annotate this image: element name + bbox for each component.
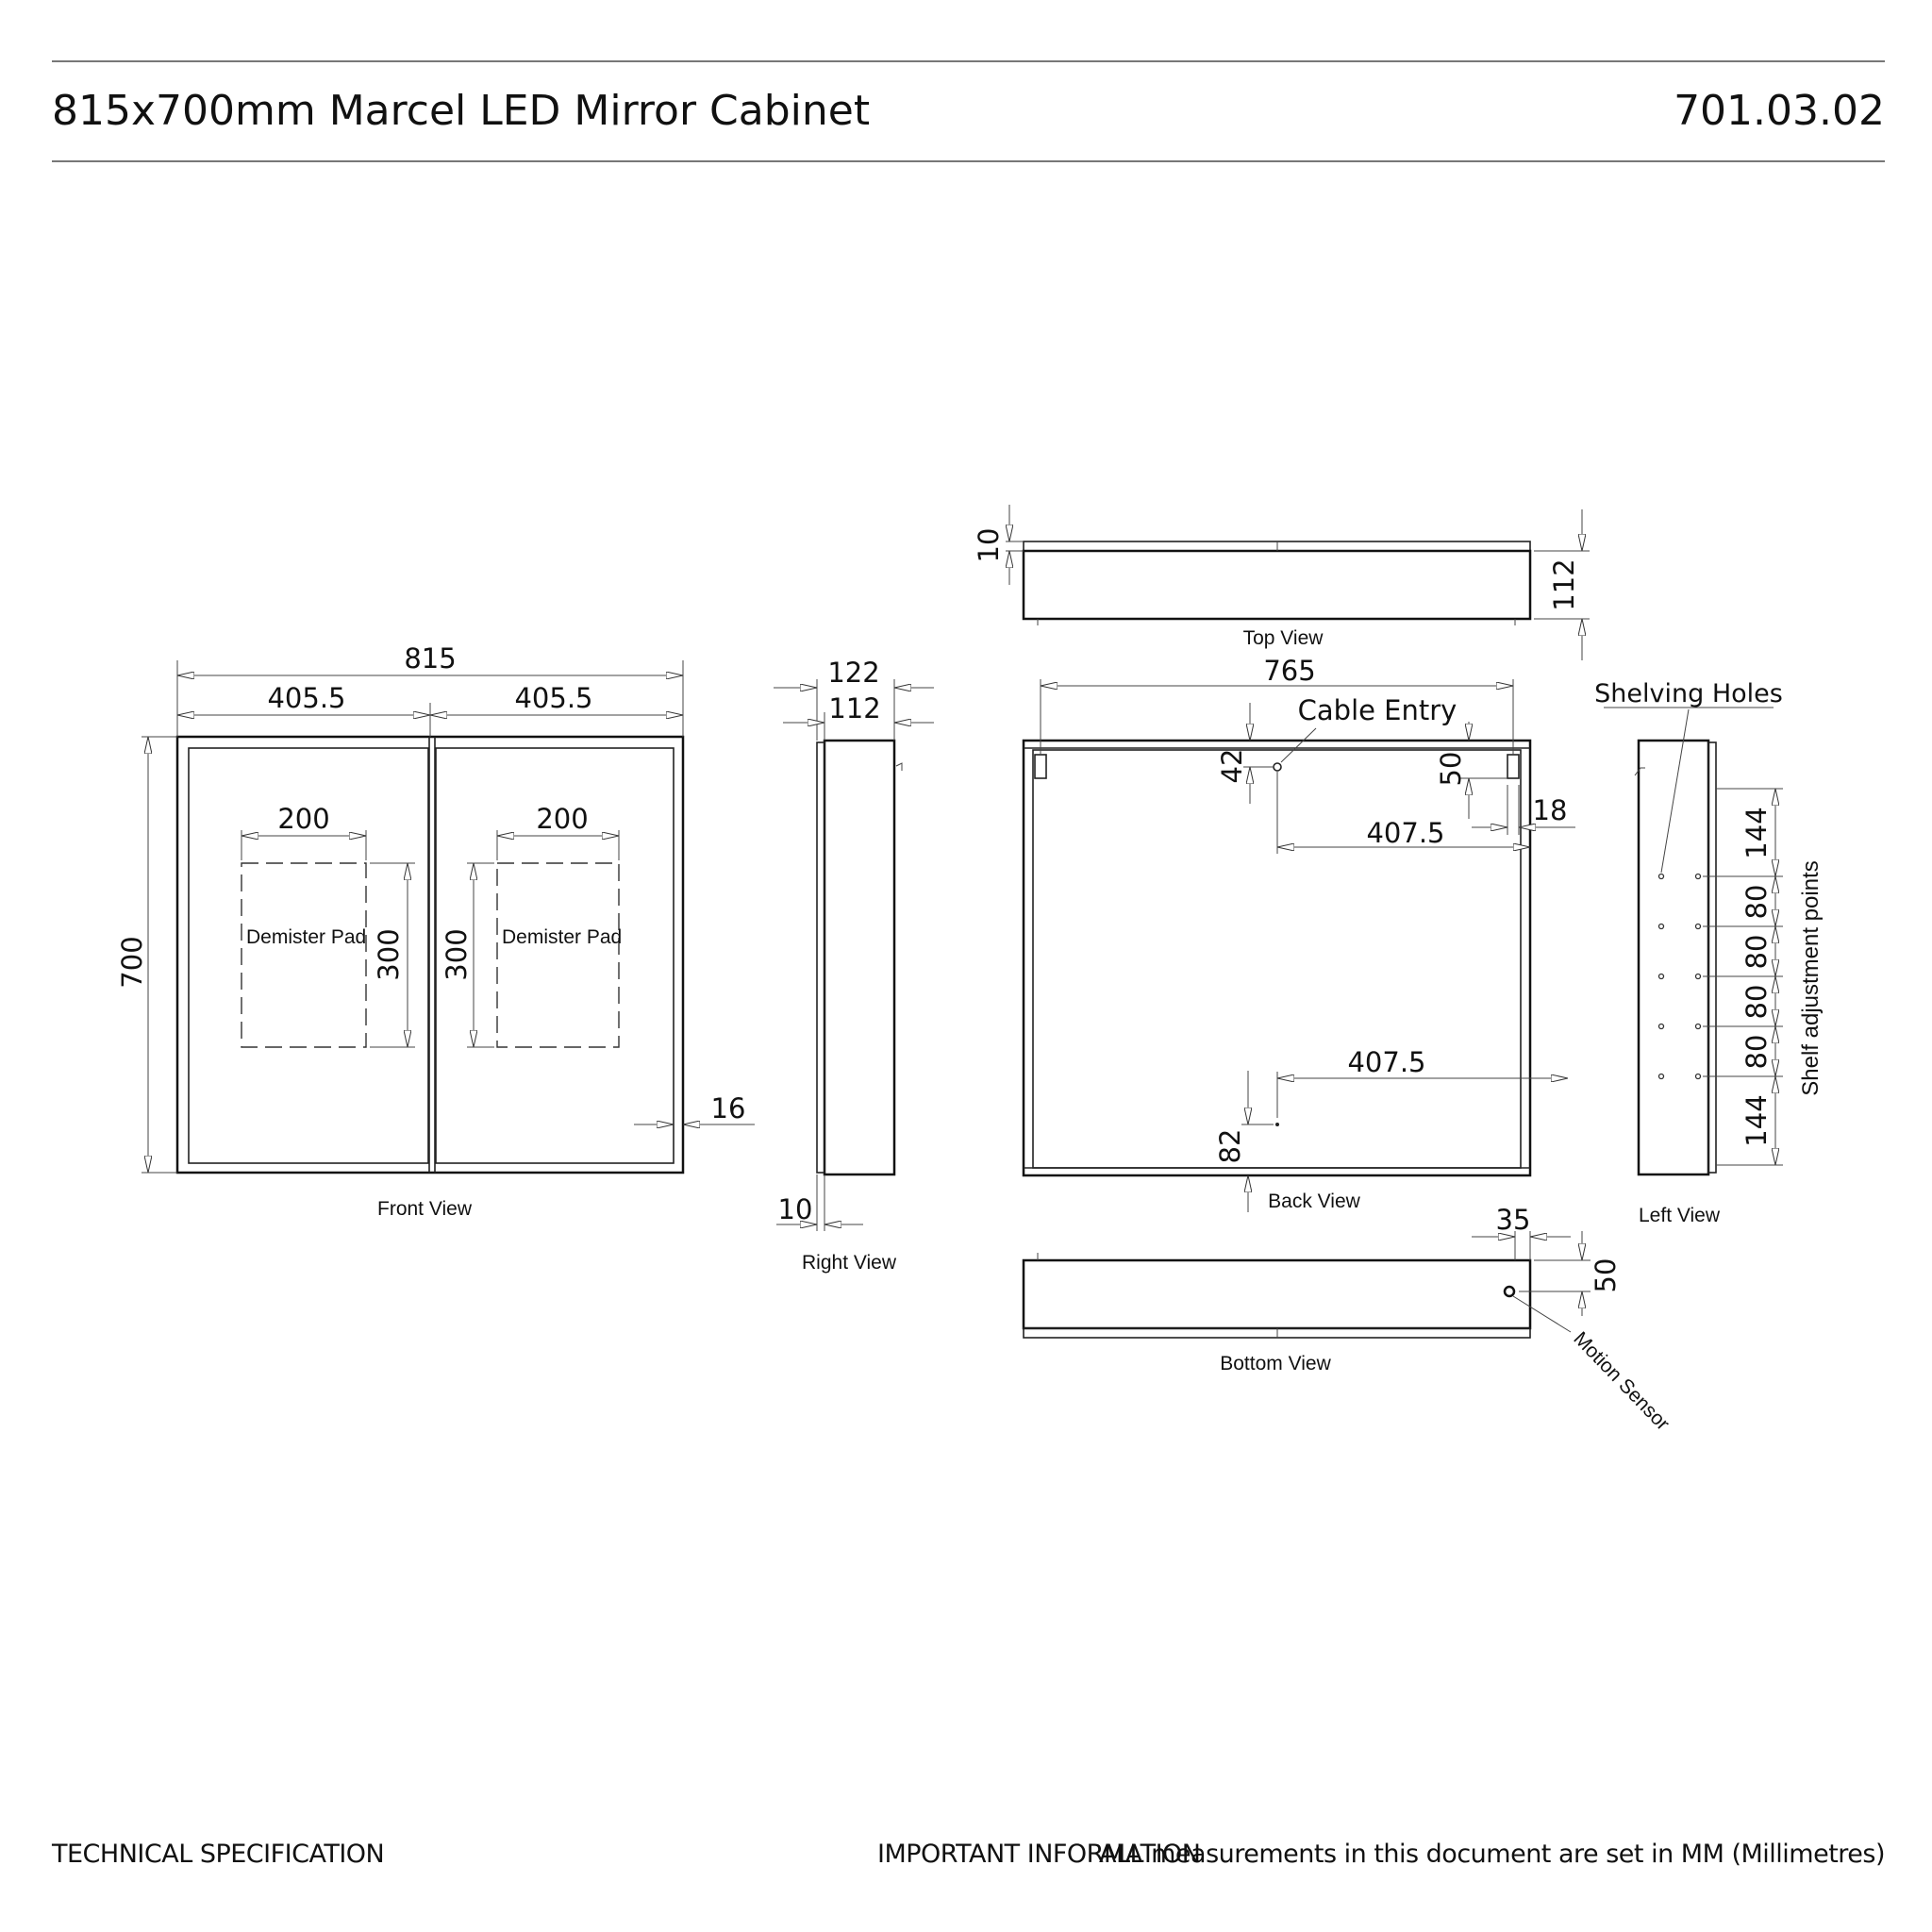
dim-pad-width-right: 200 — [536, 803, 588, 835]
dim-pad-height-right: 300 — [441, 928, 473, 980]
motion-sensor-icon — [1503, 1285, 1516, 1298]
front-left-door-inner — [188, 747, 429, 1164]
bottom-view-label: Bottom View — [1220, 1353, 1331, 1374]
dim-cable-from-right: 407.5 — [1366, 817, 1444, 849]
shelving-holes-label: Shelving Holes — [1594, 679, 1783, 708]
top-view: 10 112 Top View — [973, 505, 1590, 660]
dim-right-door-width: 405.5 — [514, 682, 592, 714]
dim-frame: 16 — [711, 1092, 746, 1124]
dim-back-width: 765 — [1263, 655, 1315, 687]
dim-right-depth-inner: 112 — [828, 692, 880, 724]
footer-technical-specification: TECHNICAL SPECIFICATION — [52, 1840, 385, 1869]
bottom-view-body — [1022, 1258, 1532, 1330]
page-title: 815x700mm Marcel LED Mirror Cabinet — [52, 87, 871, 135]
dim-height: 700 — [116, 936, 148, 988]
cable-entry-hole — [1273, 762, 1282, 772]
dim-cable-from-top: 42 — [1216, 749, 1248, 784]
footer-important-information: IMPORTANT INFORMATION — [877, 1840, 1201, 1869]
product-code: 701.03.02 — [1674, 87, 1885, 135]
shelf-hole — [1694, 973, 1702, 980]
front-cabinet-outline — [175, 735, 685, 1174]
dim-left-top-gap: 144 — [1740, 807, 1773, 858]
left-view-body — [1637, 739, 1710, 1176]
right-view-body — [823, 739, 896, 1176]
back-view-label: Back View — [1268, 1191, 1360, 1212]
dim-left-door-width: 405.5 — [267, 682, 345, 714]
header-rule — [52, 160, 1885, 162]
front-view: Demister Pad Demister Pad 815 405.5 405.… — [116, 642, 755, 1220]
dim-top-depth: 112 — [1548, 558, 1580, 610]
demister-pad-right — [496, 862, 620, 1048]
dim-left-bottom-gap: 144 — [1740, 1094, 1773, 1146]
motion-sensor-label: Motion Sensor — [1569, 1327, 1674, 1434]
shelf-hole — [1694, 1023, 1702, 1030]
back-view-outline — [1022, 739, 1532, 1177]
shelf-hole — [1657, 873, 1665, 880]
dim-right-door: 10 — [778, 1193, 813, 1225]
top-view-label: Top View — [1243, 627, 1324, 649]
demister-pad-left — [241, 862, 367, 1048]
dim-left-step2: 80 — [1740, 935, 1773, 970]
right-view-door — [816, 741, 825, 1174]
cable-entry-leader — [1280, 727, 1317, 763]
shelf-hole — [1657, 1023, 1665, 1030]
dim-sensor-from-bottom: 82 — [1214, 1129, 1246, 1164]
dim-bottom-sensor-side: 35 — [1496, 1204, 1531, 1236]
dim-sensor-from-right: 407.5 — [1347, 1046, 1425, 1078]
shelf-hole — [1694, 1073, 1702, 1080]
back-bracket-right — [1507, 754, 1520, 779]
back-sensor-hole — [1275, 1123, 1279, 1126]
top-view-body — [1022, 549, 1532, 621]
dim-overall-width: 815 — [404, 642, 456, 675]
cable-entry-label: Cable Entry — [1298, 694, 1457, 726]
shelf-hole — [1657, 923, 1665, 930]
dim-left-step1: 80 — [1740, 885, 1773, 920]
left-view-label: Left View — [1639, 1205, 1721, 1226]
front-view-label: Front View — [377, 1198, 473, 1220]
shelf-hole — [1694, 923, 1702, 930]
shelving-holes — [1657, 873, 1702, 1080]
shelving-holes-leader — [1660, 708, 1690, 874]
bottom-view: 35 50 Motion Sensor Bottom View — [1022, 1204, 1674, 1435]
demister-pad-right-label: Demister Pad — [502, 926, 622, 948]
left-view: Shelving Holes 144 80 80 80 80 144 Shelf… — [1594, 679, 1824, 1226]
dim-left-step4: 80 — [1740, 1035, 1773, 1070]
front-right-door-inner — [435, 747, 675, 1164]
top-rule — [52, 60, 1885, 62]
dim-top-door: 10 — [973, 528, 1005, 563]
right-view: 122 112 10 Right View — [774, 657, 934, 1274]
dim-bracket-from-top: 50 — [1435, 752, 1467, 787]
left-view-hinge — [1634, 767, 1645, 776]
back-bracket-left — [1034, 754, 1047, 779]
right-view-hinge — [895, 762, 903, 771]
dim-bottom-sensor-depth: 50 — [1590, 1258, 1622, 1293]
back-view: 765 Cable Entry 42 50 18 407.5 407.5 82 … — [1022, 655, 1575, 1212]
motion-sensor-leader — [1512, 1295, 1572, 1333]
dim-bracket-side: 18 — [1533, 794, 1568, 826]
right-view-label: Right View — [802, 1252, 897, 1274]
dim-pad-height-left: 300 — [373, 928, 405, 980]
shelf-hole — [1694, 873, 1702, 880]
shelf-hole — [1657, 1073, 1665, 1080]
demister-pad-left-label: Demister Pad — [246, 926, 366, 948]
left-view-door — [1707, 741, 1717, 1174]
dim-left-step3: 80 — [1740, 985, 1773, 1020]
footer-measurement-note: ALL measurements in this document are se… — [1098, 1840, 1886, 1869]
dim-right-depth-outer: 122 — [827, 657, 879, 689]
shelf-hole — [1657, 973, 1665, 980]
shelf-adjustment-label: Shelf adjustment points — [1798, 860, 1824, 1095]
dim-pad-width-left: 200 — [277, 803, 329, 835]
